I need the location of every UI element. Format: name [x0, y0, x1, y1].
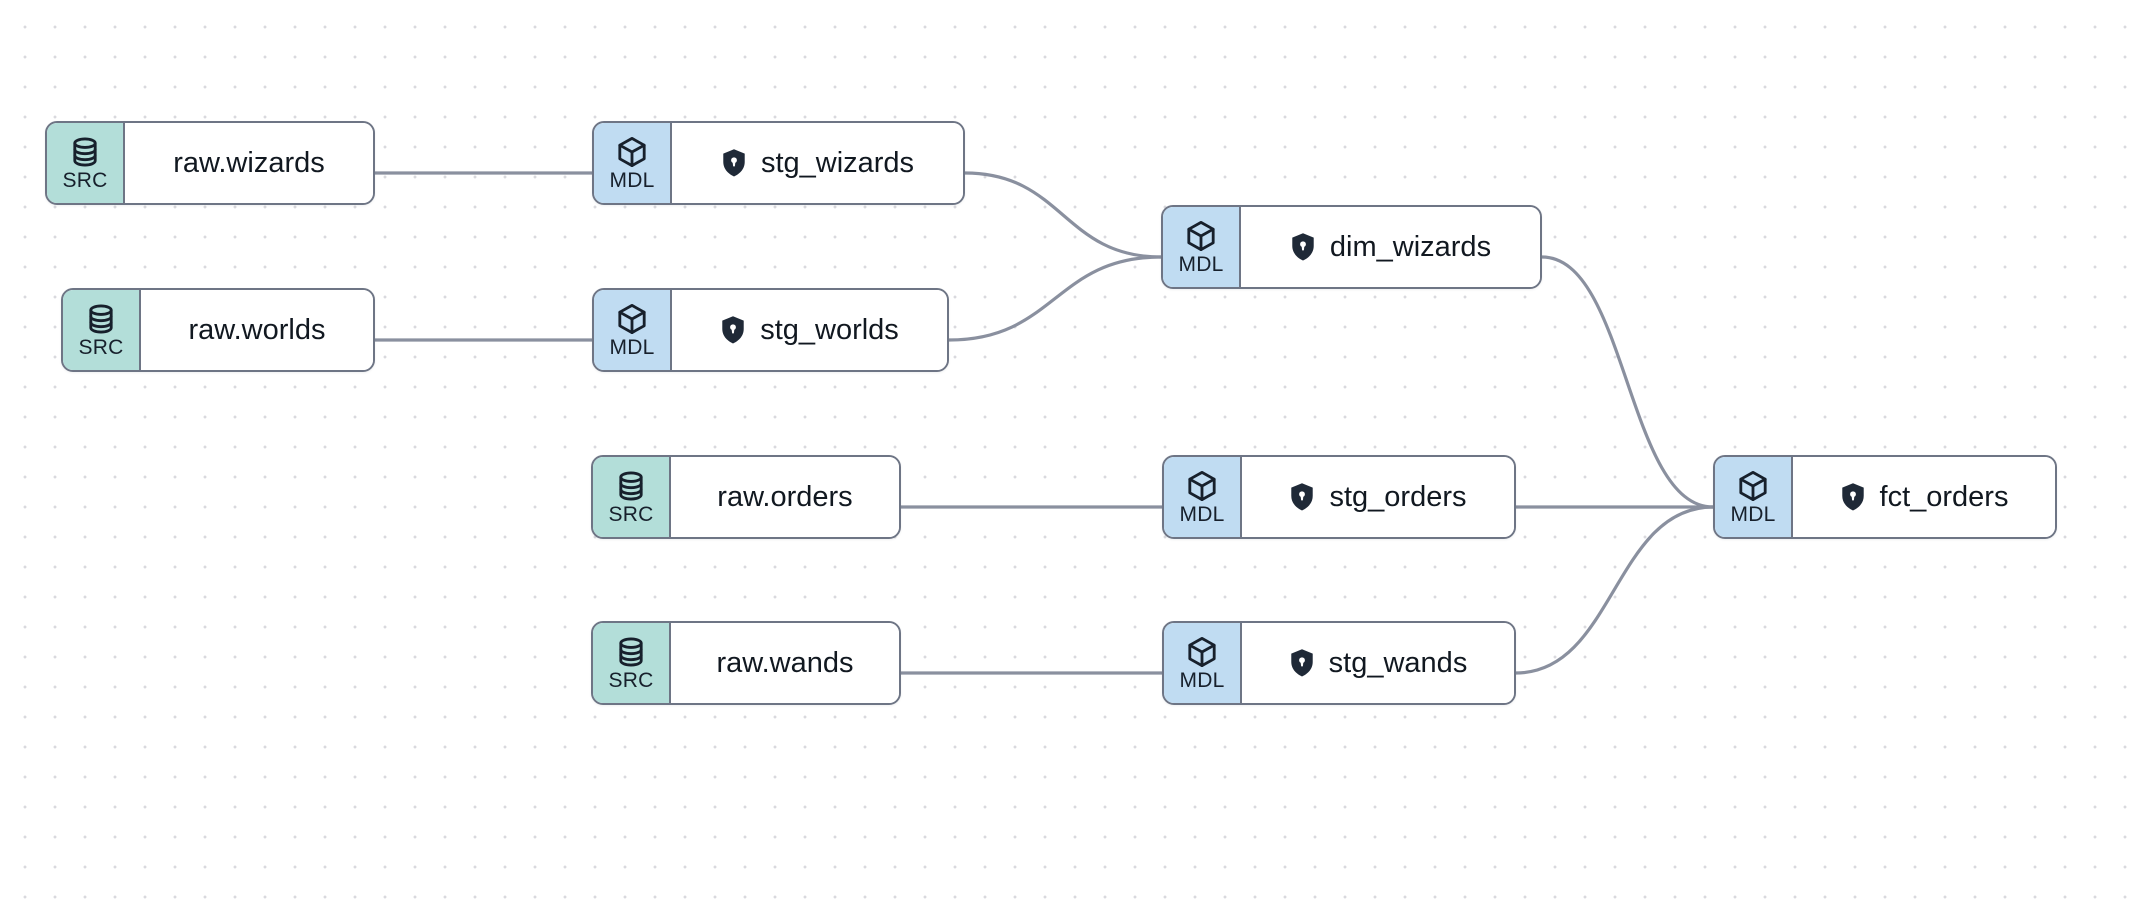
node-stg_orders[interactable]: MDL stg_orders	[1162, 455, 1516, 539]
node-badge-src: SRC	[593, 457, 671, 537]
node-body: raw.wands	[671, 623, 899, 703]
cube-icon	[1185, 635, 1219, 669]
node-label: stg_wizards	[760, 146, 915, 179]
node-badge-label: MDL	[1730, 503, 1776, 526]
node-badge-label: MDL	[609, 336, 655, 359]
database-icon	[614, 635, 648, 669]
node-badge-src: SRC	[63, 290, 141, 370]
node-badge-label: MDL	[1179, 669, 1225, 692]
node-body: stg_wizards	[672, 123, 963, 203]
node-label: raw.wands	[716, 646, 854, 679]
node-badge-mdl: MDL	[1164, 457, 1242, 537]
node-body: fct_orders	[1793, 457, 2055, 537]
cube-icon	[615, 302, 649, 336]
node-label: stg_worlds	[760, 313, 899, 346]
database-icon	[614, 469, 648, 503]
edge-stg_wands-to-fct_orders[interactable]	[1514, 505, 1715, 675]
cube-icon	[1736, 469, 1770, 503]
node-label: raw.wizards	[173, 146, 325, 179]
node-body: dim_wizards	[1241, 207, 1540, 287]
node-raw_wizards[interactable]: SRC raw.wizards	[45, 121, 375, 205]
edge-stg_worlds-to-dim_wizards[interactable]	[947, 255, 1163, 342]
node-body: raw.orders	[671, 457, 899, 537]
node-raw_wands[interactable]: SRC raw.wands	[591, 621, 901, 705]
node-badge-label: MDL	[609, 169, 655, 192]
node-badge-label: SRC	[608, 669, 654, 692]
node-badge-label: SRC	[62, 169, 108, 192]
cube-icon	[615, 135, 649, 169]
lock-shield-icon	[721, 148, 747, 178]
node-body: stg_wands	[1242, 623, 1514, 703]
node-stg_worlds[interactable]: MDL stg_worlds	[592, 288, 949, 372]
node-label: raw.orders	[717, 480, 853, 513]
node-badge-src: SRC	[593, 623, 671, 703]
lock-shield-icon	[1840, 482, 1866, 512]
node-raw_orders[interactable]: SRC raw.orders	[591, 455, 901, 539]
lock-shield-icon	[1290, 232, 1316, 262]
node-stg_wizards[interactable]: MDL stg_wizards	[592, 121, 965, 205]
node-dim_wizards[interactable]: MDL dim_wizards	[1161, 205, 1542, 289]
node-badge-label: SRC	[78, 336, 124, 359]
database-icon	[68, 135, 102, 169]
node-body: stg_worlds	[672, 290, 947, 370]
node-label: dim_wizards	[1329, 230, 1492, 263]
cube-icon	[1185, 469, 1219, 503]
node-badge-mdl: MDL	[1163, 207, 1241, 287]
cube-icon	[1184, 219, 1218, 253]
node-label: stg_orders	[1329, 480, 1467, 513]
node-badge-mdl: MDL	[594, 290, 672, 370]
node-body: raw.worlds	[141, 290, 373, 370]
edge-dim_wizards-to-fct_orders[interactable]	[1540, 255, 1715, 509]
node-fct_orders[interactable]: MDL fct_orders	[1713, 455, 2057, 539]
node-badge-label: SRC	[608, 503, 654, 526]
node-body: stg_orders	[1242, 457, 1514, 537]
lock-shield-icon	[1289, 482, 1315, 512]
lock-shield-icon	[1289, 648, 1315, 678]
node-label: stg_wands	[1328, 646, 1468, 679]
node-badge-src: SRC	[47, 123, 125, 203]
node-badge-mdl: MDL	[594, 123, 672, 203]
node-stg_wands[interactable]: MDL stg_wands	[1162, 621, 1516, 705]
node-raw_worlds[interactable]: SRC raw.worlds	[61, 288, 375, 372]
node-body: raw.wizards	[125, 123, 373, 203]
node-label: raw.worlds	[188, 313, 326, 346]
node-badge-mdl: MDL	[1164, 623, 1242, 703]
node-badge-label: MDL	[1178, 253, 1224, 276]
node-badge-label: MDL	[1179, 503, 1225, 526]
node-badge-mdl: MDL	[1715, 457, 1793, 537]
node-label: fct_orders	[1879, 480, 2009, 513]
lock-shield-icon	[720, 315, 746, 345]
database-icon	[84, 302, 118, 336]
edge-stg_wizards-to-dim_wizards[interactable]	[963, 171, 1163, 259]
